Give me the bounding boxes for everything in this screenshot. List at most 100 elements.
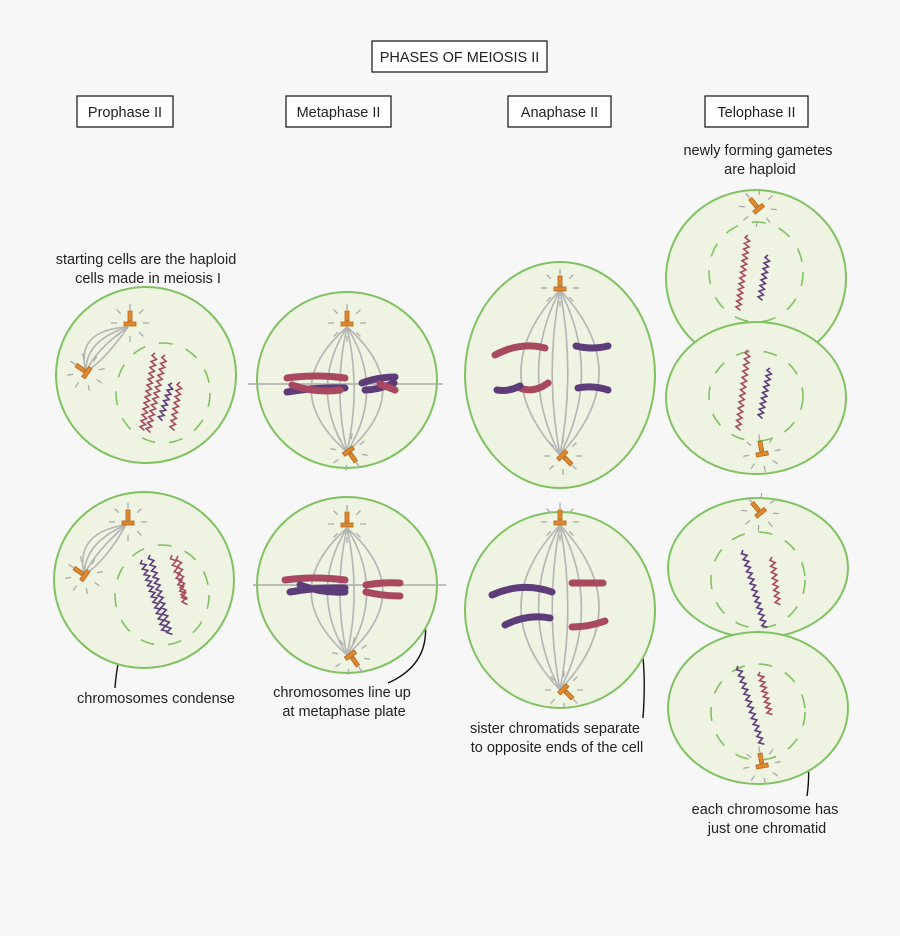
chromosome <box>756 367 773 420</box>
chromosome <box>138 352 158 432</box>
aster-ray <box>116 309 122 315</box>
aster-ray <box>774 761 781 764</box>
centrosome <box>328 304 366 342</box>
aster-ray <box>562 436 564 443</box>
chromosome <box>574 383 612 394</box>
nuclear-envelope <box>710 531 806 629</box>
cell-anaphase-bottom <box>464 503 656 710</box>
chromosome <box>568 617 609 631</box>
aster-ray <box>68 563 74 569</box>
aster-ray <box>352 637 355 644</box>
aster-ray <box>571 442 577 448</box>
centriole <box>752 202 766 215</box>
centrosome <box>328 505 366 543</box>
spindle-fiber <box>559 524 600 691</box>
aster-ray <box>92 356 98 362</box>
chromosome <box>288 381 344 395</box>
title-box: PHASES OF MEIOSIS II <box>371 40 548 73</box>
aster-ray <box>363 657 370 660</box>
spindle-fiber <box>346 527 355 656</box>
centrosome <box>541 503 579 541</box>
aster-ray <box>549 464 555 470</box>
chromosome <box>156 382 175 422</box>
aster-ray <box>770 208 777 211</box>
aster-ray <box>774 449 781 452</box>
aster-ray <box>98 368 105 371</box>
aster-ray <box>577 689 584 691</box>
aster-ray <box>355 331 361 337</box>
aster-ray <box>65 576 72 579</box>
aster-ray <box>568 508 574 514</box>
cell-membrane <box>464 511 656 709</box>
centriole <box>563 689 575 701</box>
aster-ray <box>355 532 361 538</box>
aster-ray <box>357 666 363 672</box>
aster-ray <box>772 459 778 465</box>
aster-ray <box>136 508 142 514</box>
aster-ray <box>763 465 766 472</box>
aster-ray <box>96 571 103 574</box>
cell-anaphase-top <box>464 261 656 489</box>
chromosome <box>139 559 168 633</box>
aster-ray <box>347 668 350 675</box>
cell-prophase-bottom <box>53 491 235 669</box>
aster-ray <box>361 453 368 456</box>
aster-ray <box>758 746 761 753</box>
aster-ray <box>750 775 756 781</box>
spindle-fiber <box>551 524 561 691</box>
chromosome <box>376 380 399 394</box>
centriole <box>562 455 574 467</box>
aster-ray <box>745 193 751 199</box>
centriole <box>343 649 358 661</box>
centriole <box>750 500 761 513</box>
aster-ray <box>760 493 763 500</box>
centriole <box>125 509 131 521</box>
centriole <box>556 449 569 462</box>
aster-ray <box>769 499 775 505</box>
aster-ray <box>772 771 778 777</box>
phase-header-metaphase: Metaphase II <box>285 95 392 128</box>
spindle-fiber <box>551 289 561 456</box>
aster-ray <box>568 296 574 302</box>
chromosome <box>572 342 612 352</box>
chromosome <box>144 354 168 434</box>
centriole <box>553 286 567 292</box>
aster-ray <box>70 360 76 366</box>
centriole <box>557 275 563 287</box>
cell-telophase-top-upper <box>665 189 847 367</box>
aster-ray <box>85 587 88 594</box>
aster-ray <box>361 644 367 650</box>
aster-ray <box>333 510 339 516</box>
chromosome <box>516 379 552 394</box>
aster-ray <box>772 512 779 515</box>
chromosome <box>358 373 399 387</box>
aster-ray <box>550 698 556 704</box>
aster-ray <box>355 510 361 516</box>
centrosome <box>541 269 579 307</box>
centriole <box>748 196 759 209</box>
aster-ray <box>576 455 583 457</box>
aster-ray <box>80 556 83 563</box>
spindle-fiber <box>346 326 355 453</box>
cell-prophase-top <box>55 286 237 464</box>
spindle-fiber <box>537 524 561 691</box>
centriole <box>347 451 359 464</box>
aster-ray <box>746 441 752 447</box>
aster-ray <box>94 581 100 587</box>
centriole <box>340 321 354 327</box>
chromosome <box>491 342 549 359</box>
chromosome <box>501 613 554 629</box>
centriole <box>340 522 354 528</box>
cell-membrane <box>667 631 849 785</box>
cell-membrane <box>55 286 237 464</box>
aster-ray <box>562 469 564 476</box>
nuclear-envelope <box>708 350 804 442</box>
aster-ray <box>345 464 348 471</box>
centriole <box>344 511 350 523</box>
aster-ray <box>757 524 760 531</box>
centriole <box>74 362 87 374</box>
aster-ray <box>355 462 361 468</box>
chromosome <box>493 382 524 394</box>
aster-ray <box>96 378 102 384</box>
aster-ray <box>765 217 771 223</box>
